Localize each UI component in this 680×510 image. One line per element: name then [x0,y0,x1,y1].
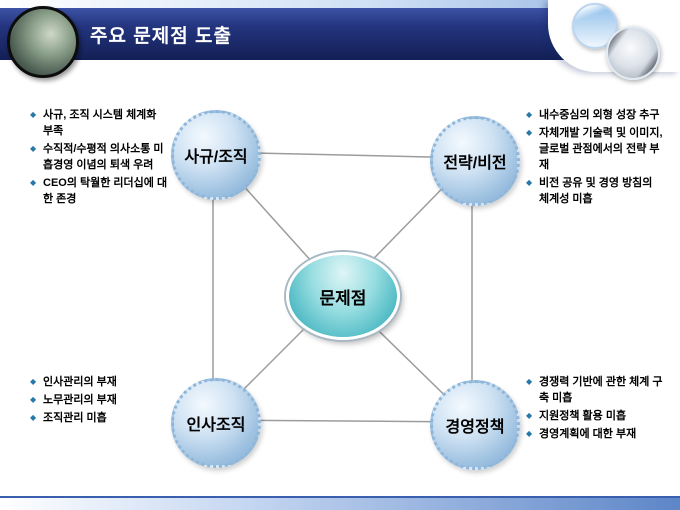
node-management-policy: 경영정책 [430,380,520,470]
top-accent-strip [0,0,680,8]
diamond-bullet-icon: ◆ [526,429,533,438]
diamond-bullet-icon: ◆ [30,395,37,404]
list-item-text: 수직적/수평적 의사소통 미흡경영 이념의 퇴색 우려 [43,143,164,171]
diamond-bullet-icon: ◆ [526,110,533,119]
list-item: ◆ 경영계획에 대한 부재 [526,426,670,442]
list-item: ◆ 사규, 조직 시스템 체계화 부족 [30,107,168,139]
diamond-bullet-icon: ◆ [30,377,37,386]
list-item-text: 비전 공유 및 경영 방침의 체계성 미흡 [539,177,653,205]
page-title: 주요 문제점 도출 [90,26,232,47]
list-top-right: ◆ 내수중심의 외형 성장 추구 ◆ 자체개발 기술력 및 이미지, 글로벌 관… [526,107,664,207]
list-item-text: 조직관리 미흡 [43,412,107,424]
node-rules-organization: 사규/조직 [171,110,261,200]
list-top-left: ◆ 사규, 조직 시스템 체계화 부족 ◆ 수직적/수평적 의사소통 미흡경영 … [30,107,168,207]
node-hr-organization: 인사조직 [171,378,261,468]
node-strategy-vision: 전략/비전 [430,116,520,206]
diamond-bullet-icon: ◆ [30,144,37,153]
list-item-text: 경쟁력 기반에 관한 체계 구축 미흡 [539,376,663,404]
diamond-bullet-icon: ◆ [30,413,37,422]
list-item-text: CEO의 탁월한 리더십에 대한 존경 [43,177,168,205]
list-item-text: 인사관리의 부재 [43,376,117,388]
list-item: ◆ 조직관리 미흡 [30,410,180,426]
list-item: ◆ 인사관리의 부재 [30,374,180,390]
list-item: ◆ 비전 공유 및 경영 방침의 체계성 미흡 [526,175,664,207]
list-item-text: 자체개발 기술력 및 이미지, 글로벌 관점에서의 전략 부재 [539,127,663,171]
list-item: ◆ CEO의 탁월한 리더십에 대한 존경 [30,175,168,207]
handshake-photo-icon [606,26,660,80]
list-item: ◆ 자체개발 기술력 및 이미지, 글로벌 관점에서의 전략 부재 [526,125,664,173]
node-label: 경영정책 [445,419,505,436]
list-item: ◆ 내수중심의 외형 성장 추구 [526,107,664,123]
list-item: ◆ 지원정책 활용 미흡 [526,408,670,424]
center-node-label: 문제점 [319,288,367,308]
diamond-bullet-icon: ◆ [526,377,533,386]
list-item-text: 경영계획에 대한 부재 [539,428,637,440]
node-label: 전략/비전 [443,155,507,172]
list-bottom-right: ◆ 경쟁력 기반에 관한 체계 구축 미흡 ◆ 지원정책 활용 미흡 ◆ 경영계… [526,374,670,442]
diamond-bullet-icon: ◆ [526,411,533,420]
node-label: 사규/조직 [184,149,248,166]
list-item-text: 지원정책 활용 미흡 [539,410,627,422]
list-bottom-left: ◆ 인사관리의 부재 ◆ 노무관리의 부재 ◆ 조직관리 미흡 [30,374,180,426]
diamond-bullet-icon: ◆ [526,178,533,187]
diamond-bullet-icon: ◆ [30,110,37,119]
money-writing-photo-icon [7,6,79,78]
footer-accent-strip [0,496,680,510]
node-label: 인사조직 [186,417,246,434]
list-item: ◆ 수직적/수평적 의사소통 미흡경영 이념의 퇴색 우려 [30,141,168,173]
center-node-problems: 문제점 [286,252,400,340]
diamond-bullet-icon: ◆ [526,128,533,137]
list-item-text: 내수중심의 외형 성장 추구 [539,109,660,121]
list-item: ◆ 경쟁력 기반에 관한 체계 구축 미흡 [526,374,670,406]
list-item-text: 노무관리의 부재 [43,394,117,406]
diamond-bullet-icon: ◆ [30,178,37,187]
list-item-text: 사규, 조직 시스템 체계화 부족 [43,109,157,137]
list-item: ◆ 노무관리의 부재 [30,392,180,408]
